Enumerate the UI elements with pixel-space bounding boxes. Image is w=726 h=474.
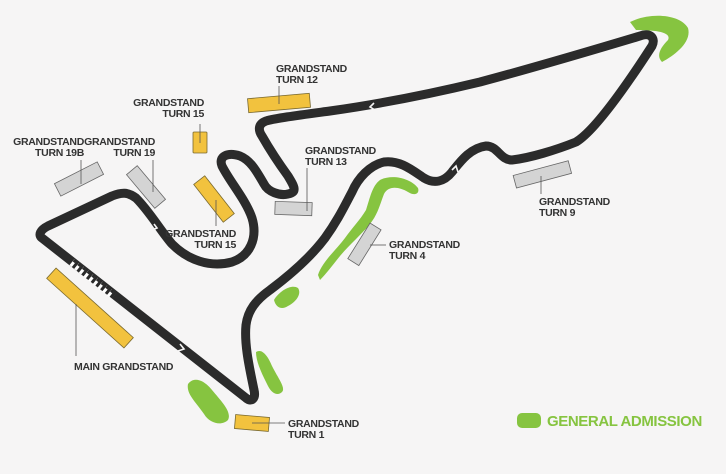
ga-turn1-inner[interactable] (256, 350, 284, 394)
legend-label-general-admission: GENERAL ADMISSION (547, 413, 702, 430)
grandstand-turn19[interactable] (125, 165, 167, 209)
grandstand-turn19b[interactable] (53, 161, 105, 197)
legend-swatch-general-admission (517, 413, 541, 428)
ga-turn2[interactable] (274, 286, 300, 308)
ga-turn1-outer[interactable] (187, 379, 229, 424)
grandstand-turn13[interactable] (274, 200, 313, 217)
direction-arrow-icon (177, 343, 186, 352)
grandstand-main[interactable] (46, 267, 134, 349)
grandstand-turn9[interactable] (512, 160, 573, 189)
leader-lines (75, 86, 542, 424)
direction-arrow-icon (151, 223, 159, 231)
legend: GENERAL ADMISSION (517, 413, 702, 430)
grandstand-turn4[interactable] (347, 222, 382, 267)
ga-turn11[interactable] (630, 15, 689, 62)
direction-arrow-icon (451, 164, 459, 173)
grandstand-turn15-lower[interactable] (193, 175, 235, 223)
race-track (35, 30, 658, 405)
label-main-grandstand: MAIN GRANDSTAND (74, 361, 174, 373)
direction-arrows (151, 102, 459, 352)
general-admission-areas (187, 15, 689, 424)
grandstands (46, 92, 573, 432)
direction-arrow-icon (368, 102, 376, 111)
ga-esses[interactable] (318, 177, 419, 280)
